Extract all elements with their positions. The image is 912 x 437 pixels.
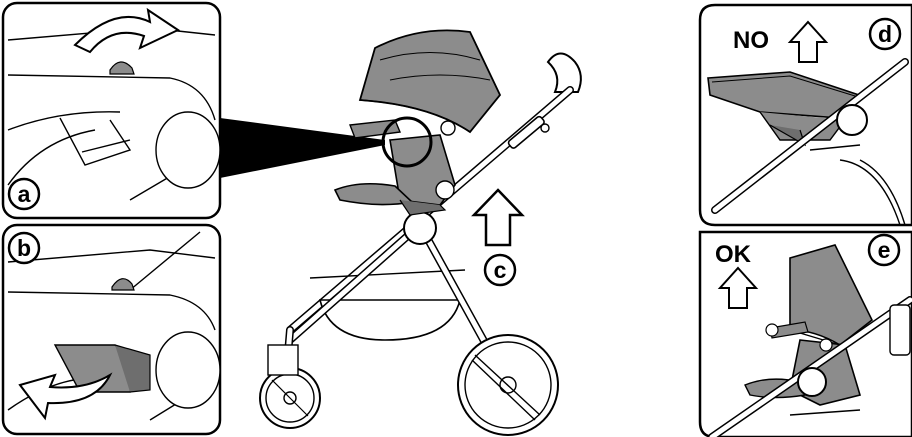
label-b: b [17, 235, 31, 261]
label-a: a [18, 181, 31, 207]
front-wheel [260, 345, 320, 428]
rear-wheel [458, 335, 558, 435]
panel-b: b [3, 225, 220, 434]
label-c: c [494, 257, 507, 283]
panel-a: a [3, 3, 220, 218]
canopy [360, 30, 500, 132]
stroller-handle [548, 54, 581, 93]
label-e: e [878, 237, 891, 263]
stroller-basket [320, 300, 460, 340]
label-d: d [878, 21, 892, 47]
main-stroller: c [260, 30, 581, 435]
up-arrow-icon [474, 190, 522, 245]
panel-e: OK e [700, 232, 912, 437]
frame-hinge [404, 212, 436, 244]
label-no: NO [733, 27, 769, 54]
label-ok: OK [715, 241, 752, 268]
panel-b-wheel-hub [156, 332, 220, 408]
panel-d: NO d [700, 5, 912, 225]
panel-a-wheel-hub [156, 112, 220, 188]
